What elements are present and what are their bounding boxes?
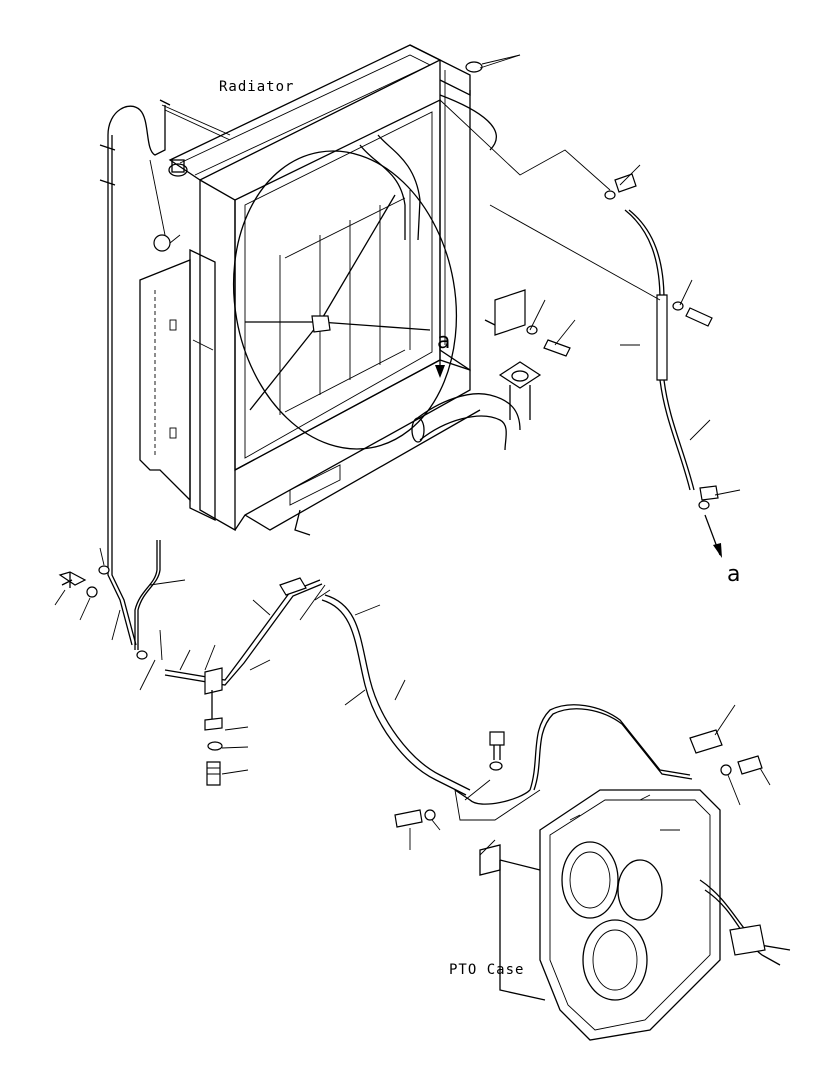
bolt-left — [58, 571, 98, 598]
label-view-a-upper: a — [437, 329, 451, 354]
bolt-pto-left — [394, 809, 436, 828]
label-pto-case: PTO Case — [449, 962, 525, 978]
washer-top — [465, 61, 483, 73]
washer-center — [207, 741, 223, 751]
right-tube — [604, 173, 722, 558]
label-view-a-lower: a — [727, 562, 741, 587]
pto-tube — [454, 704, 723, 805]
bolt-center — [206, 761, 221, 786]
label-radiator: Radiator — [219, 79, 295, 95]
pto-case — [479, 789, 791, 1041]
bolt-pto-center — [489, 731, 505, 771]
callout-lines — [54, 54, 771, 856]
radiator-assembly — [139, 44, 542, 536]
bolt-pto-right — [720, 755, 763, 776]
cap-part — [153, 234, 171, 252]
center-tube — [164, 577, 471, 796]
left-tube — [98, 99, 171, 660]
bolt-right-upper — [526, 301, 713, 357]
